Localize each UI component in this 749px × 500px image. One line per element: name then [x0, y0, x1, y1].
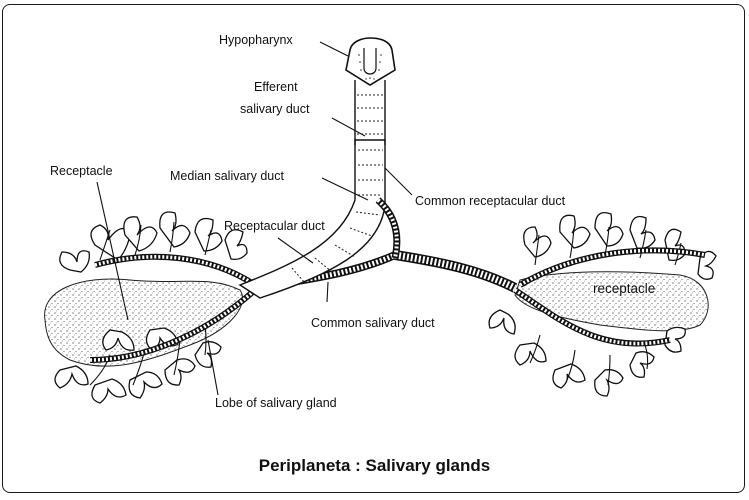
- label-receptacular-duct: Receptacular duct: [224, 219, 325, 233]
- efferent-duct-dashes: [357, 94, 383, 135]
- label-common-receptacular-duct: Common receptacular duct: [415, 194, 566, 208]
- leader-lines: [96, 41, 413, 396]
- hypopharynx-stipple: [358, 54, 382, 80]
- label-hypopharynx: Hypopharynx: [219, 33, 293, 47]
- right-ducts: [394, 247, 706, 347]
- left-lobe-veins: [89, 221, 212, 386]
- label-common-salivary-duct: Common salivary duct: [311, 316, 435, 330]
- label-median-salivary-duct: Median salivary duct: [170, 169, 284, 183]
- efferent-salivary-duct: [354, 80, 386, 145]
- left-receptacle: [44, 278, 243, 367]
- hypopharynx-inner: [363, 48, 377, 75]
- receptacular-duct: [238, 139, 386, 299]
- left-gland-lobes: [54, 211, 248, 404]
- label-receptacle-left: Receptacle: [50, 164, 113, 178]
- right-receptacle: [514, 271, 709, 332]
- right-lobe-veins: [529, 226, 682, 386]
- figure-title: Periplaneta : Salivary glands: [258, 456, 491, 475]
- label-lobe-of-salivary-gland: Lobe of salivary gland: [215, 396, 337, 410]
- right-gland-lobes: [488, 211, 717, 397]
- label-efferent-line1: Efferent: [254, 80, 298, 94]
- hypopharynx: [345, 37, 396, 86]
- common-receptacular-duct: [376, 198, 399, 259]
- label-efferent-line2: salivary duct: [240, 102, 310, 116]
- figure-frame: [2, 4, 745, 493]
- label-receptacle-right: receptacle: [593, 281, 656, 296]
- receptacular-duct-dashes: [291, 149, 383, 284]
